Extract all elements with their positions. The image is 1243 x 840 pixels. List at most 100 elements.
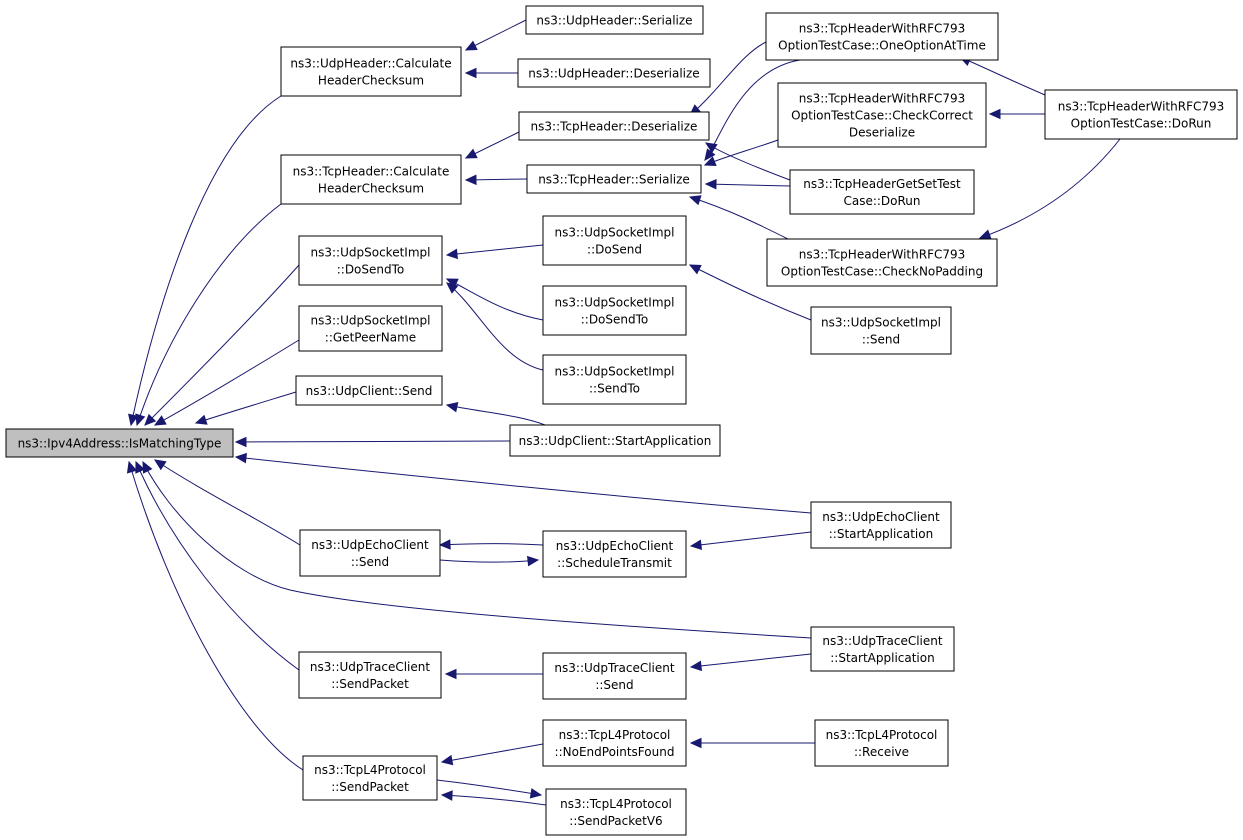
edge-line — [142, 461, 812, 639]
graph-node[interactable]: ns3::UdpSocketImpl::DoSend — [542, 215, 687, 266]
edge-n26-to-n0 — [126, 460, 304, 771]
arrowhead-icon — [703, 156, 717, 166]
node-box — [298, 235, 443, 286]
node-box — [766, 238, 998, 287]
edge-n1-to-n0 — [128, 95, 282, 427]
node-label: ns3::UdpSocketImpl — [555, 365, 675, 379]
graph-node[interactable]: ns3::TcpL4Protocol::SendPacketV6 — [545, 788, 687, 836]
edge-line — [446, 278, 544, 321]
edge-n29-to-n26 — [440, 790, 547, 806]
graph-node[interactable]: ns3::UdpTraceClient::StartApplication — [810, 626, 955, 672]
graph-node[interactable]: ns3::TcpL4Protocol::SendPacket — [302, 755, 438, 801]
node-label: ::SendPacketV6 — [569, 814, 662, 828]
arrowhead-icon — [529, 788, 543, 799]
node-box — [542, 285, 687, 336]
graph-node[interactable]: ns3::TcpHeaderWithRFC793OptionTestCase::… — [766, 238, 998, 287]
node-box — [542, 652, 687, 700]
graph-node[interactable]: ns3::UdpSocketImpl::DoSendTo — [542, 285, 687, 336]
root-node[interactable]: ns3::Ipv4Address::IsMatchingType — [5, 428, 234, 458]
graph-node[interactable]: ns3::UdpHeader::Serialize — [525, 5, 704, 35]
graph-node[interactable]: ns3::UdpSocketImpl::DoSendTo — [298, 235, 443, 286]
edge-line — [441, 743, 544, 763]
node-box — [542, 719, 687, 767]
arrowhead-icon — [689, 737, 702, 749]
node-label: ::Receive — [854, 745, 909, 759]
node-box — [518, 111, 710, 141]
node-label: ns3::TcpL4Protocol — [826, 728, 938, 742]
node-box — [302, 755, 438, 801]
graph-node[interactable]: ns3::TcpHeader::Deserialize — [518, 111, 710, 141]
node-label: Case::DoRun — [843, 194, 920, 208]
edge-n23-to-n0 — [135, 460, 300, 671]
arrowhead-icon — [464, 67, 477, 79]
edge-line — [235, 456, 812, 514]
node-box — [814, 719, 949, 767]
node-label: ns3::UdpTraceClient — [310, 660, 430, 674]
edge-n25-to-n24 — [689, 653, 812, 672]
arrowhead-icon — [440, 790, 453, 801]
edge-n10-to-n6 — [704, 178, 791, 190]
edge-line — [128, 461, 304, 771]
node-label: ns3::TcpHeaderWithRFC793 — [799, 92, 966, 106]
graph-node[interactable]: ns3::TcpHeader::Serialize — [526, 164, 702, 194]
graph-node[interactable]: ns3::TcpHeaderWithRFC793OptionTestCase::… — [1044, 89, 1238, 140]
graph-node[interactable]: ns3::UdpHeader::Deserialize — [517, 58, 711, 88]
edge-line — [439, 543, 544, 546]
arrowhead-icon — [688, 264, 702, 275]
arrowhead-icon — [445, 278, 459, 289]
edge-line — [705, 183, 791, 187]
arrowhead-icon — [135, 460, 146, 474]
graph-node[interactable]: ns3::UdpEchoClient::StartApplication — [810, 501, 952, 549]
arrowhead-icon — [689, 660, 703, 672]
edge-line — [705, 142, 791, 181]
graph-node[interactable]: ns3::UdpTraceClient::SendPacket — [298, 651, 442, 699]
graph-node[interactable]: ns3::UdpEchoClient::ScheduleTransmit — [542, 530, 687, 578]
edge-n7-to-n6 — [704, 59, 801, 161]
node-box — [525, 5, 704, 35]
node-label: ::SendTo — [589, 382, 640, 396]
edge-n27-to-n26 — [440, 743, 544, 766]
node-label: ns3::UdpHeader::Serialize — [536, 14, 692, 28]
edge-line — [446, 282, 544, 371]
arrowhead-icon — [988, 108, 1001, 120]
graph-node[interactable]: ns3::TcpHeaderWithRFC793OptionTestCase::… — [777, 82, 987, 148]
graph-node[interactable]: ns3::TcpHeaderWithRFC793OptionTestCase::… — [765, 12, 999, 61]
edge-n26-to-n29 — [436, 779, 543, 799]
graph-node[interactable]: ns3::UdpEchoClient::Send — [299, 529, 441, 577]
edge-line — [439, 559, 539, 563]
node-label: ns3::TcpHeaderWithRFC793 — [799, 248, 966, 262]
edge-n22-to-n0 — [234, 452, 812, 514]
edge-n20-to-n0 — [153, 459, 301, 546]
graph-node[interactable]: ns3::UdpClient::StartApplication — [509, 424, 721, 457]
arrowhead-icon — [234, 452, 248, 464]
node-box — [298, 651, 442, 699]
graph-node[interactable]: ns3::UdpTraceClient::Send — [542, 652, 687, 700]
edge-line — [441, 794, 547, 806]
node-label: OptionTestCase::OneOptionAtTime — [778, 39, 986, 53]
node-box — [810, 306, 952, 355]
node-label: ns3::TcpHeaderGetSetTest — [803, 177, 961, 191]
graph-node[interactable]: ns3::UdpClient::Send — [295, 375, 443, 406]
node-label: ::SendPacket — [331, 677, 409, 691]
arrowhead-icon — [704, 178, 717, 190]
node-label: ::SendPacket — [331, 780, 409, 794]
arrowhead-icon — [464, 40, 478, 51]
edge-n24-to-n23 — [444, 668, 543, 680]
graph-node[interactable]: ns3::UdpSocketImpl::Send — [810, 306, 952, 355]
edge-n9-to-n11 — [978, 138, 1121, 240]
graph-node[interactable]: ns3::TcpL4Protocol::Receive — [814, 719, 949, 767]
node-label: OptionTestCase::CheckNoPadding — [781, 265, 983, 279]
arrowhead-icon — [234, 436, 247, 448]
edge-n9-to-n8 — [988, 108, 1045, 120]
edge-line — [704, 139, 779, 166]
arrowhead-icon — [704, 148, 716, 161]
graph-node[interactable]: ns3::UdpSocketImpl::SendTo — [542, 354, 687, 405]
node-label: ::Send — [351, 555, 389, 569]
node-label: ns3::UdpHeader::Calculate — [290, 57, 451, 71]
node-box — [280, 46, 462, 97]
graph-node[interactable]: ns3::TcpL4Protocol::NoEndPointsFound — [542, 719, 687, 767]
graph-node[interactable]: ns3::UdpSocketImpl::GetPeerName — [298, 305, 443, 352]
